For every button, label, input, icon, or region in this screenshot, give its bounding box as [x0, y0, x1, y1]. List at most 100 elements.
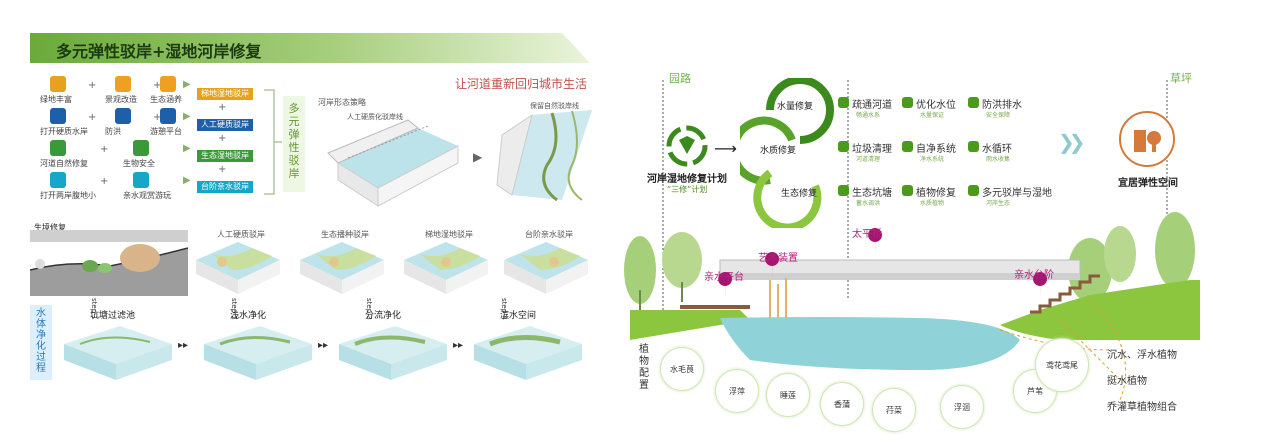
bank-tile-illustration: [300, 242, 384, 294]
page-title: 多元弹性驳岸+湿地河岸修复: [56, 42, 262, 61]
plus-icon: +: [100, 176, 109, 187]
plant-circle: 鸢花鸢尾: [1035, 338, 1089, 392]
livable-icon: [1119, 111, 1175, 167]
double-arrow-icon: ▸▸: [318, 340, 329, 351]
feature-label: 河道自然修复: [40, 159, 88, 168]
wheat-icon: [50, 76, 66, 92]
action-sub: 水量保证: [920, 112, 945, 119]
bank-tile-label: 台阶亲水驳岸: [525, 230, 573, 239]
plant-label: 浮洄: [954, 402, 970, 412]
bank-tile-label: 人工硬质驳岸: [217, 230, 265, 239]
plant-circle-item: 香蒲: [820, 382, 864, 426]
action-sub: 雨水收集: [986, 156, 1011, 163]
strategy-sub2: 保留自然驳岸线: [530, 102, 579, 110]
feature-label: 生物安全: [123, 159, 155, 168]
plant-label: 香蒲: [834, 399, 850, 409]
step-label: 分流净化: [365, 311, 402, 321]
strategy-label: 河岸形态策略: [318, 98, 366, 107]
plant-circle-item: 睡莲: [766, 373, 810, 417]
repair-cycle-diagram: [740, 78, 834, 228]
label-bridge: 太平桥: [852, 229, 882, 240]
action-label: 垃圾清理: [852, 144, 892, 155]
shield-icon: [115, 108, 131, 124]
bank-tile-illustration: [196, 242, 280, 294]
water-level-icon: [902, 97, 913, 108]
feature-label: 景观改造: [105, 95, 137, 104]
step-illustration: [204, 326, 312, 380]
dredge-icon: [838, 97, 849, 108]
bank-tile-label: 生态播种驳岸: [321, 230, 369, 239]
label-steps: 亲水台阶: [1014, 270, 1054, 281]
plus-icon: +: [153, 112, 162, 123]
action-sub: 蓄水调洪: [856, 200, 881, 207]
platform-icon: [160, 108, 176, 124]
strategy-sub1: 人工硬质化驳岸线: [347, 113, 403, 121]
plant-circle-item: 浮洄: [940, 385, 984, 429]
grid-icon: [902, 141, 913, 152]
plant-circle-item: 浮萍: [715, 369, 759, 413]
zone-right: 草坪: [1170, 72, 1192, 85]
bank-type-box: 人工硬质驳岸: [197, 119, 253, 131]
title-banner: [30, 33, 590, 63]
action-sub: 畅通水系: [856, 112, 881, 119]
plant-circle-item: 水毛茛: [660, 347, 704, 391]
action-sub: 河岸生态: [986, 200, 1011, 207]
clover-icon: [902, 185, 913, 196]
feature-label: 游憩平台: [150, 127, 182, 136]
feature-label: 亲水观赏游玩: [123, 191, 171, 200]
step-label: 浅水净化: [230, 311, 267, 321]
river-icon: [50, 140, 66, 156]
double-chevron-icon: ❯❯: [1058, 130, 1085, 154]
arrow-icon: ▶: [183, 143, 191, 154]
plant-category: 挺水植物: [1107, 376, 1147, 387]
arrow-icon: ▶: [183, 175, 191, 186]
step-illustration: [474, 326, 582, 380]
plan-title: 河岸湿地修复计划: [647, 174, 727, 185]
plant-circle-label: 鸢花鸢尾: [1046, 360, 1078, 370]
flood-icon: [968, 97, 979, 108]
plant-title: 植物配置: [639, 344, 649, 391]
habitat-section-illustration: [30, 230, 188, 296]
feature-label: 防洪: [105, 127, 121, 136]
plus-icon: +: [153, 80, 162, 91]
plant-label: 睡莲: [780, 390, 796, 400]
action-sub: 安全保障: [986, 112, 1011, 119]
channel-illustration-1: [327, 119, 459, 207]
plus-icon: +: [88, 112, 97, 123]
action-sub: 水质植物: [920, 200, 945, 207]
cycle-ecology: 生态修复: [781, 189, 818, 199]
tree-icon: [115, 76, 131, 92]
plant-label: 浮萍: [729, 386, 745, 396]
step-label: 滨水空间: [500, 311, 537, 321]
bank-tile-illustration: [504, 242, 588, 294]
plus-icon: +: [88, 80, 97, 91]
plan-sub: “三修”计划: [667, 185, 708, 194]
building-icon: [50, 108, 66, 124]
zone-left: 园路: [669, 72, 691, 85]
plus-icon: +: [100, 144, 109, 155]
trash-icon: [838, 141, 849, 152]
bank-tile-label: 梯地湿地驳岸: [425, 230, 473, 239]
feature-label: 生态涵养: [150, 95, 182, 104]
plant-label: 水毛茛: [670, 364, 694, 374]
step-illustration: [339, 326, 447, 380]
sun-icon: [160, 76, 176, 92]
action-label: 优化水位: [916, 100, 956, 111]
pond-icon: [838, 185, 849, 196]
arrow-to-cycle-icon: ⟶: [714, 139, 737, 158]
habitat-label: 生境修复: [34, 223, 66, 232]
action-sub: 净水系统: [920, 156, 945, 163]
cycle-water-quality: 水质修复: [760, 146, 797, 156]
feature-label: 打开两岸腹地小: [40, 191, 96, 200]
headline: 让河道重新回归城市生活: [455, 77, 588, 91]
channel-illustration-2: [496, 110, 592, 202]
step-illustration: [64, 326, 172, 380]
plus-icon: +: [218, 102, 227, 113]
vertical-label-bg: [283, 96, 305, 192]
label-art: 艺术装置: [758, 253, 798, 264]
arrow-icon: ▶: [183, 79, 191, 90]
purify-label-bg: [30, 305, 52, 380]
recycle-icon: [666, 125, 708, 167]
goal-label: 宜居弹性空间: [1118, 178, 1178, 189]
bank-type-box: 梯地湿地驳岸: [197, 88, 253, 100]
